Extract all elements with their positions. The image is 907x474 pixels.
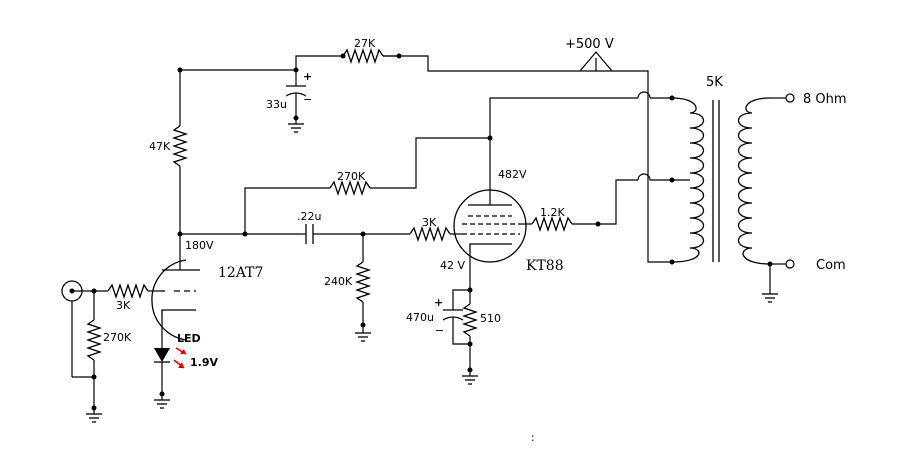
cap22-label: .22u [297,210,321,223]
tube1-label: 12AT7 [218,265,263,281]
tube-12at7 [151,234,200,348]
interstage-wiring [180,135,493,244]
output-8ohm-label: 8 Ohm [803,92,847,107]
r510-label: 510 [480,312,501,325]
r270k-input-label: 270K [103,331,132,344]
cap470-plus: + [434,296,443,309]
supply-voltage-label: +500 V [565,37,614,52]
resistor-240k [354,234,372,342]
r3k-input-label: 3K [116,299,131,312]
led-label: LED [177,332,201,345]
tube-kt88 [453,138,532,263]
resistor-1-2k [531,173,675,233]
cap470-label: 470u [406,311,434,324]
led-bias [154,348,170,409]
transformer-label: 5K [706,75,723,90]
resistor-3k-input [107,282,162,300]
r240k-label: 240K [324,275,353,288]
v482-label: 482V [498,168,527,181]
output-com-label: Com [816,258,846,273]
led-emission-arrows [173,347,187,369]
output-transformer [669,93,795,303]
cathode-bypass [442,262,479,385]
r1-2k-label: 1.2K [540,206,565,219]
kt88-plate-wiring [489,91,675,138]
v42-label: 42 V [440,259,465,272]
stray-mark: : [531,431,535,444]
cap33-label: 33u [266,98,287,111]
tube2-label: KT88 [526,258,564,274]
input-jack [61,280,108,378]
r3k-grid-label: 3K [422,216,437,229]
v180-label: 180V [185,239,214,252]
supply-rail [180,51,672,263]
resistor-3k-grid [409,225,460,243]
capacitor-33u [285,67,307,133]
r270k-feedback-label: 270K [337,170,366,183]
r27k-label: 27K [354,37,376,50]
cap33-minus: − [303,93,312,106]
led-voltage-label: 1.9V [190,356,218,369]
resistor-27k [340,47,402,65]
resistor-270k-input [85,291,103,423]
cap33-plus: + [303,70,312,83]
r47k-label: 47K [149,140,171,153]
cap470-minus: − [435,324,444,337]
resistor-47k [171,67,189,237]
